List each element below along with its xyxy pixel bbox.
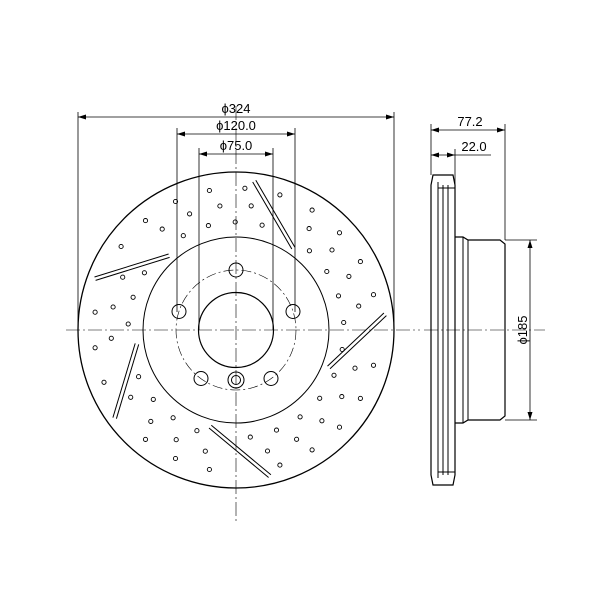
drill-hole bbox=[357, 395, 363, 401]
drill-hole bbox=[148, 418, 154, 424]
bolt-hole bbox=[263, 371, 279, 386]
drill-hole bbox=[180, 233, 186, 239]
bolt-circle-centerline bbox=[175, 269, 297, 391]
drill-hole bbox=[159, 226, 165, 232]
drill-hole bbox=[329, 247, 335, 253]
drill-hole bbox=[339, 346, 345, 353]
drill-hole bbox=[142, 436, 149, 442]
drill-hole bbox=[141, 270, 147, 276]
drill-hole bbox=[277, 462, 283, 468]
drill-hole bbox=[92, 345, 98, 351]
drill-hole bbox=[324, 268, 330, 275]
slot-edge bbox=[329, 315, 387, 370]
bolt-hole bbox=[285, 304, 301, 319]
bolt-hole bbox=[193, 371, 209, 386]
drill-hole bbox=[125, 321, 131, 327]
friction-ring-outline bbox=[430, 174, 456, 486]
slot-edge bbox=[115, 344, 140, 419]
drill-hole bbox=[172, 455, 179, 462]
bolt-hole bbox=[228, 262, 244, 278]
drill-hole bbox=[108, 335, 114, 341]
drill-hole bbox=[130, 294, 136, 300]
drill-hole bbox=[357, 259, 363, 265]
locator-hole-outer bbox=[227, 371, 245, 389]
drill-hole bbox=[273, 427, 280, 433]
slot-edge bbox=[327, 312, 385, 367]
slot-edge bbox=[94, 253, 169, 278]
drill-hole bbox=[232, 219, 238, 225]
total-height-label: 77.2 bbox=[457, 114, 482, 129]
drill-hole bbox=[277, 192, 283, 198]
drill-hole bbox=[173, 437, 179, 443]
drill-hole bbox=[170, 415, 176, 421]
drill-hole bbox=[128, 394, 134, 400]
drill-hole bbox=[309, 447, 315, 453]
drill-hole bbox=[194, 428, 200, 434]
drill-hole bbox=[306, 248, 312, 254]
drill-hole bbox=[306, 226, 312, 232]
drill-hole bbox=[187, 211, 193, 217]
drill-hole bbox=[110, 304, 116, 310]
drill-hole bbox=[331, 372, 337, 378]
drill-hole bbox=[370, 292, 377, 298]
drill-hole bbox=[259, 222, 265, 228]
hat-outer-circle bbox=[142, 236, 330, 424]
drill-hole bbox=[217, 203, 223, 209]
slot-edge bbox=[95, 256, 170, 281]
drill-hole bbox=[370, 362, 377, 368]
bolt-circle-diameter-label: ϕ120.0 bbox=[216, 118, 256, 133]
drill-hole bbox=[242, 185, 248, 191]
drill-hole bbox=[206, 187, 212, 194]
drill-hole bbox=[206, 466, 212, 473]
drill-hole bbox=[319, 418, 325, 424]
drill-hole bbox=[346, 273, 352, 279]
side-view bbox=[424, 174, 545, 486]
drill-hole bbox=[118, 243, 124, 250]
locator-hole-inner bbox=[231, 375, 241, 385]
drill-hole bbox=[142, 218, 149, 224]
drill-hole bbox=[120, 274, 126, 280]
drill-hole bbox=[202, 448, 208, 454]
front-dimensions bbox=[77, 112, 395, 330]
slot-edge bbox=[255, 179, 296, 248]
drill-hole bbox=[335, 293, 342, 299]
drill-hole bbox=[341, 319, 347, 326]
side-dimensions bbox=[430, 124, 537, 421]
drill-hole bbox=[356, 303, 362, 309]
drill-hole bbox=[92, 309, 98, 315]
slot-edge bbox=[208, 427, 269, 478]
drill-hole bbox=[336, 424, 343, 430]
drill-hole bbox=[352, 365, 358, 371]
front-view bbox=[66, 106, 420, 524]
disc-thickness-label: 22.0 bbox=[461, 139, 486, 154]
slot-edge bbox=[252, 181, 293, 250]
drill-hole bbox=[309, 207, 315, 213]
drill-hole-group bbox=[92, 185, 377, 473]
drill-hole bbox=[297, 414, 303, 420]
center-bore-diameter-label: ϕ75.0 bbox=[220, 138, 253, 153]
bolt-hole bbox=[171, 304, 187, 319]
hat-outline bbox=[455, 236, 506, 424]
slot-group bbox=[94, 179, 387, 478]
drill-hole bbox=[248, 203, 254, 209]
outer-diameter-label: ϕ324 bbox=[222, 101, 251, 116]
hat-diameter-label: ϕ185 bbox=[515, 316, 530, 345]
drill-hole bbox=[205, 223, 211, 229]
drill-hole bbox=[336, 230, 343, 236]
center-bore bbox=[197, 291, 275, 369]
drill-hole bbox=[339, 394, 345, 400]
drill-hole bbox=[101, 379, 107, 385]
drill-hole bbox=[150, 396, 156, 402]
drill-hole bbox=[172, 198, 179, 205]
drill-hole bbox=[317, 395, 323, 401]
drill-hole bbox=[294, 436, 300, 442]
slot-edge bbox=[112, 343, 136, 418]
side-dimension-arrows bbox=[431, 127, 533, 420]
drill-hole bbox=[264, 448, 271, 454]
drill-hole bbox=[247, 434, 253, 440]
drill-hole bbox=[136, 374, 142, 380]
slot-edge bbox=[210, 424, 272, 476]
front-dimension-arrows bbox=[78, 114, 394, 157]
